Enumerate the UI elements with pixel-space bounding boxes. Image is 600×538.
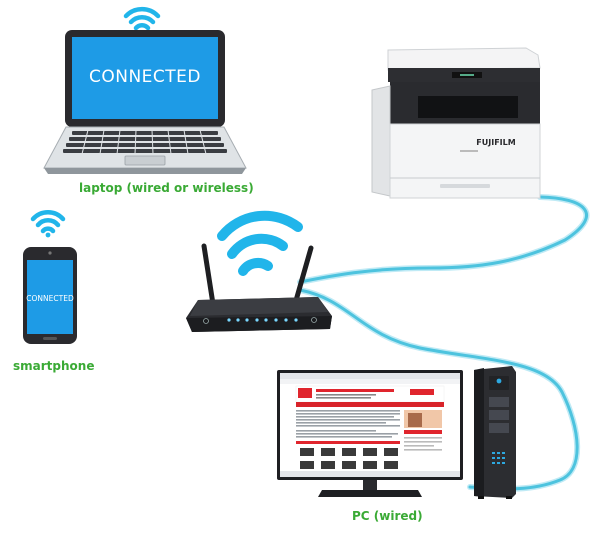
cable-router-pc-core [298, 288, 579, 491]
laptop-icon: CONNECTED [43, 30, 247, 174]
cables [297, 194, 590, 492]
wifi-icon [123, 6, 161, 36]
printer-brand: FUJIFILM [476, 138, 515, 147]
laptop-screen [72, 37, 218, 119]
tower-icon [474, 366, 516, 499]
pc-label: PC (wired) [352, 509, 423, 523]
smartphone-label: smartphone [13, 359, 95, 373]
printer-icon: FUJIFILM [371, 47, 541, 199]
cable-printer-router-core [298, 195, 588, 284]
smartphone-icon: CONNECTED [23, 247, 77, 344]
phone-screen-text: CONNECTED [26, 294, 74, 303]
laptop-screen-text: CONNECTED [89, 67, 201, 87]
wifi-icon [30, 209, 66, 238]
laptop-touchpad [124, 155, 166, 166]
monitor-icon [277, 370, 463, 497]
laptop-keyboard [63, 131, 227, 153]
router-icon [186, 243, 332, 332]
wifi-icon [217, 210, 303, 276]
laptop-label: laptop (wired or wireless) [79, 181, 254, 195]
phone-screen [27, 260, 73, 334]
router-leds [227, 318, 298, 322]
